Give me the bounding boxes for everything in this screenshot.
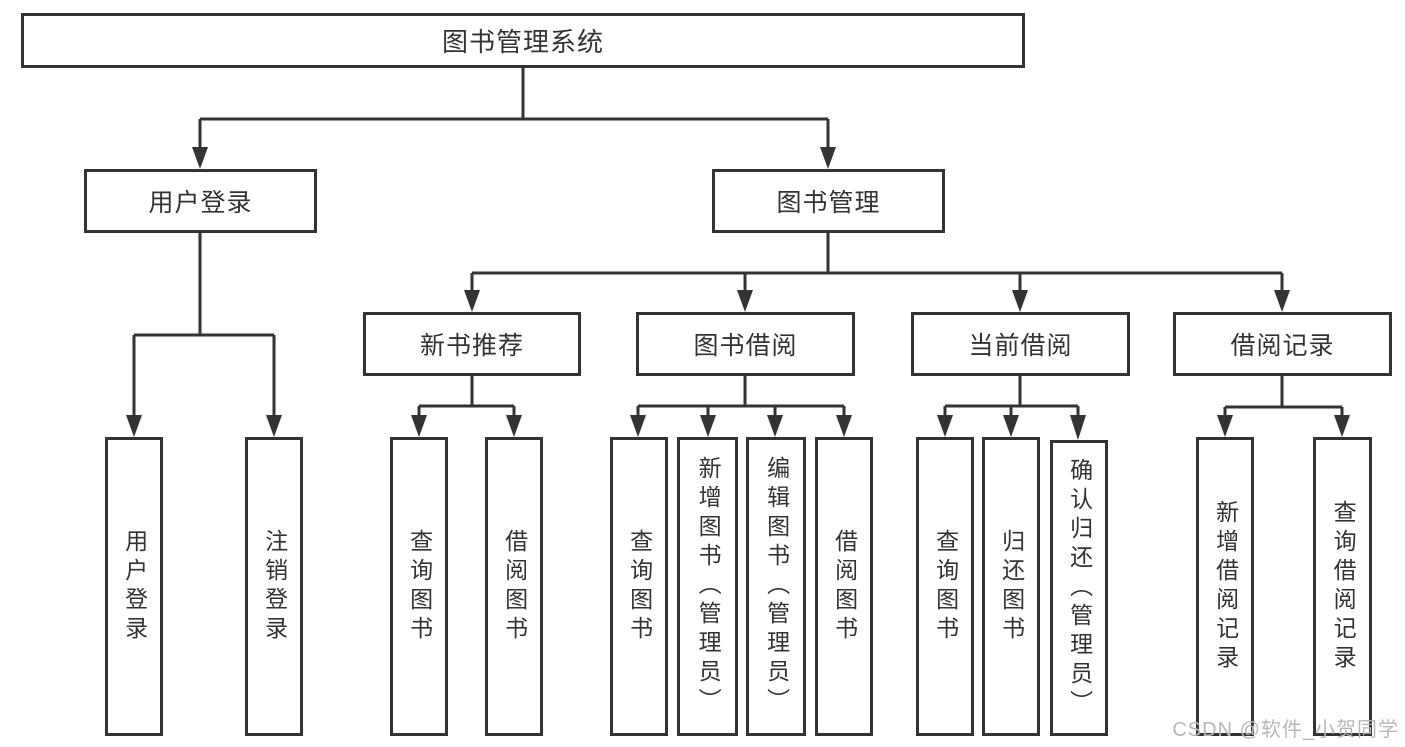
leaf-query-books-current: 查询图书 <box>916 437 974 736</box>
node-label: 图书管理系统 <box>441 27 604 57</box>
leaf-query-borrow-record: 查询借阅记录 <box>1313 437 1372 736</box>
leaf-add-borrow-record: 新增借阅记录 <box>1196 437 1254 736</box>
node-label: 新增借阅记录 <box>1212 499 1239 674</box>
leaf-query-books-borrow: 查询图书 <box>610 437 668 736</box>
node-book-management: 图书管理 <box>712 169 945 233</box>
node-label: 查询借阅记录 <box>1330 499 1357 674</box>
node-borrowing-records: 借阅记录 <box>1173 312 1392 376</box>
leaf-logout: 注销登录 <box>245 437 303 736</box>
node-label: 确认归还（管理员） <box>1066 457 1093 719</box>
node-label: 借阅图书 <box>501 528 528 645</box>
leaf-confirm-return-admin: 确认归还（管理员） <box>1050 440 1108 736</box>
node-label: 注销登录 <box>261 528 288 645</box>
leaf-add-book-admin: 新增图书（管理员） <box>677 437 738 736</box>
node-book-borrowing: 图书借阅 <box>636 312 855 376</box>
leaf-query-books-recommend: 查询图书 <box>390 437 448 736</box>
node-label: 新书推荐 <box>419 332 524 360</box>
node-label: 当前借阅 <box>968 332 1073 360</box>
node-new-book-recommendation: 新书推荐 <box>363 312 581 376</box>
leaf-return-books: 归还图书 <box>982 437 1040 736</box>
csdn-watermark: CSDN @软件_小贺同学 <box>1172 719 1399 741</box>
node-label: 新增图书（管理员） <box>695 456 722 717</box>
node-label: 用户登录 <box>148 189 253 217</box>
node-label: 用户登录 <box>121 528 148 645</box>
node-root-system: 图书管理系统 <box>21 13 1025 68</box>
leaf-edit-book-admin: 编辑图书（管理员） <box>746 437 806 736</box>
leaf-borrow-books: 借阅图书 <box>815 437 873 736</box>
node-label: 借阅记录 <box>1230 332 1335 360</box>
node-user-login: 用户登录 <box>84 169 317 233</box>
node-label: 查询图书 <box>406 528 433 645</box>
node-label: 编辑图书（管理员） <box>763 456 790 717</box>
node-label: 图书管理 <box>776 189 881 217</box>
leaf-borrow-books-recommend: 借阅图书 <box>485 437 543 736</box>
node-label: 借阅图书 <box>831 528 858 645</box>
node-current-borrowing: 当前借阅 <box>911 312 1130 376</box>
node-label: 归还图书 <box>998 528 1025 645</box>
leaf-user-login: 用户登录 <box>105 437 163 736</box>
node-label: 查询图书 <box>932 528 959 645</box>
node-label: 图书借阅 <box>693 332 798 360</box>
node-label: 查询图书 <box>626 528 653 645</box>
